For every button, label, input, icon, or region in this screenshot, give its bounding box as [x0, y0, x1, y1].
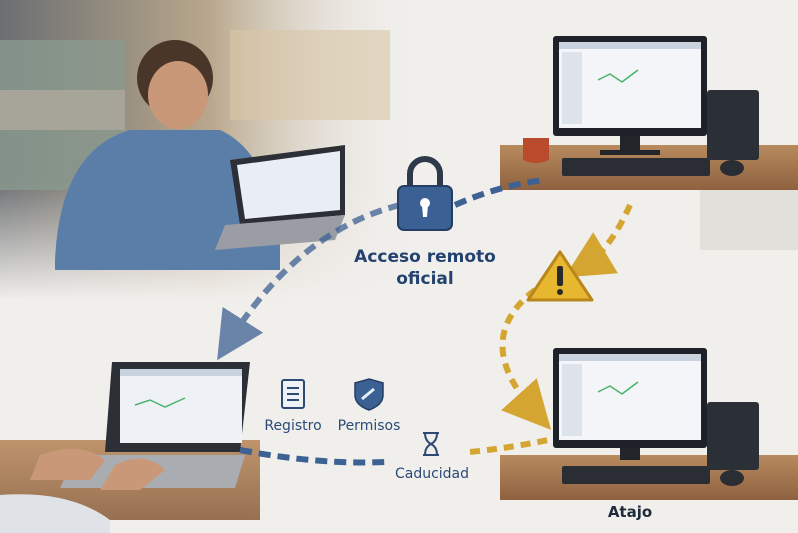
- shield-icon: [354, 378, 384, 411]
- hands: [30, 448, 105, 480]
- coffee-mug: [523, 138, 549, 163]
- pc-tower: [707, 90, 759, 160]
- office-desktop-top: [500, 36, 798, 250]
- shortcut-label: Atajo: [608, 503, 652, 521]
- permissions-label: Permisos: [338, 418, 401, 434]
- record-label: Registro: [264, 418, 321, 434]
- warning-icon: [526, 250, 594, 302]
- lock-icon: [397, 156, 453, 231]
- keyboard: [562, 158, 710, 176]
- remote-laptop-bottom: [0, 362, 260, 533]
- official-access-label-line2: oficial: [396, 269, 453, 289]
- shortcut-path: [469, 203, 633, 455]
- official-access-path: [217, 177, 546, 466]
- clipboard-checklist-icon: [281, 379, 305, 409]
- remote-worker-scene: [0, 0, 420, 300]
- expiry-label: Caducidad: [395, 466, 469, 482]
- official-access-label-line1: Acceso remoto: [354, 247, 496, 267]
- office-desktop-bottom: [500, 348, 798, 500]
- hourglass-icon: [423, 432, 439, 456]
